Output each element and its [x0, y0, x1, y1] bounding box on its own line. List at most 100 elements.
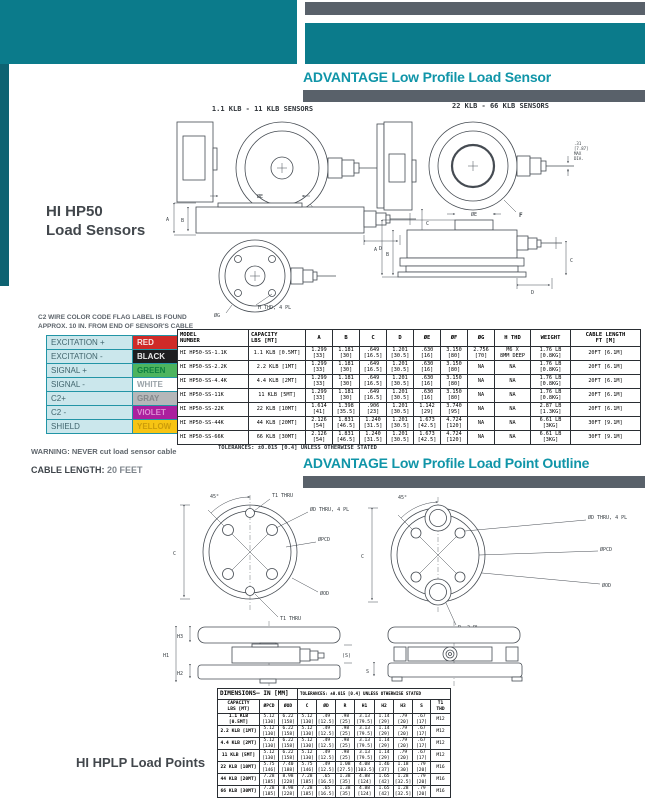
table-cell: 3.13 [79.5]: [354, 737, 376, 750]
table-cell: 4.08 [103.5]: [354, 761, 376, 774]
table-cell: 1.18 [30]: [393, 761, 414, 774]
table-cell: 1.201 [30.5]: [386, 416, 414, 431]
h-thd-label: H THD, 4 PL: [258, 305, 291, 311]
table-row: 2.2 KLB [1MT]5.12 [130]6.22 [158]5.12 [1…: [217, 725, 452, 738]
table-cell: 4.88 [124]: [354, 773, 376, 786]
table-cell: 3.150 [80]: [440, 346, 468, 361]
table-cell: 5.12 [130]: [259, 725, 279, 738]
angle-45-label: 45°: [210, 494, 219, 500]
large-sensor-section-view: A B ØE C D: [374, 211, 573, 296]
od-thru-label: ØD THRU, 4 PL: [310, 506, 349, 513]
table-cell: .630 [16]: [413, 374, 441, 389]
table-cell: .630 [16]: [413, 346, 441, 361]
spec-header-row: MODEL NUMBER CAPACITY LBS [MT] A B C D Ø…: [177, 329, 641, 347]
load-point-outline-drawings: 45° T1 THRU ØD THRU, 4 PL ØPCD ØOD T1 TH…: [163, 493, 627, 687]
col-capacity: CAPACITY LBS [MT]: [248, 329, 306, 347]
small-sensor-bottom-view: H THD, 4 PL ØG: [214, 239, 336, 319]
dim-table-title: DIMENSIONS– IN [MM]: [216, 688, 299, 700]
table-cell: 1.673 [42.5]: [413, 416, 441, 431]
table-cell: 5.75 [146]: [259, 761, 279, 774]
svg-text:F: F: [519, 212, 523, 219]
dim-b-label: B: [181, 218, 184, 224]
table-cell: HI HP50-SS-4.4K: [177, 374, 249, 389]
svg-text:[7.87]: [7.87]: [574, 146, 588, 151]
table-cell: 5.12 [130]: [297, 713, 318, 726]
table-cell: 1.201 [30.5]: [386, 388, 414, 403]
col-b: B: [332, 329, 360, 347]
table-cell: 1.1 KLB [0.5MT]: [217, 713, 260, 726]
table-cell: 2.756 [70]: [467, 346, 495, 361]
table-cell: .65 [16.5]: [316, 773, 337, 786]
table-cell: 20FT [6.1M]: [570, 374, 641, 389]
table-cell: M16: [430, 773, 452, 786]
dim-s-label: S: [366, 669, 369, 675]
table-cell: 7.28 [185]: [297, 773, 318, 786]
svg-text:.31: .31: [574, 141, 582, 146]
table-cell: .649 [16.5]: [359, 360, 387, 375]
table-cell: 1.398 [35.5]: [332, 402, 360, 417]
table-cell: 1.299 [33]: [305, 374, 333, 389]
wire-signal-label: SIGNAL +: [46, 363, 133, 378]
col-of: ØF: [440, 329, 468, 347]
t1-thru-top-label: T1 THRU: [272, 493, 293, 499]
table-cell: 1.28 [32.5]: [393, 773, 414, 786]
col-pcd: ØPCD: [259, 699, 279, 714]
table-cell: 6.22 [158]: [277, 725, 299, 738]
table-cell: 1.831 [46.5]: [332, 416, 360, 431]
table-cell: 11 KLB [5MT]: [248, 388, 306, 403]
table-cell: 5.12 [130]: [259, 737, 279, 750]
table-cell: 5.12 [130]: [297, 749, 318, 762]
wire-row: EXCITATION -BLACK: [46, 349, 194, 364]
table-cell: .98 [25]: [335, 713, 356, 726]
dim-c-left-label: C: [173, 551, 176, 557]
dim-header-row: CAPACITY LBS [MT] ØPCD ØOD C ØD R H1 H2 …: [217, 699, 452, 714]
table-row: 22 KLB [10MT]5.75 [146]7.40 [188]5.75 [1…: [217, 761, 452, 774]
table-cell: 1.08 [27.5]: [335, 761, 356, 774]
table-cell: 1.614 [41]: [305, 402, 333, 417]
table-row: 66 KLB [30MT]7.28 [185]8.98 [228]7.28 [1…: [217, 785, 452, 798]
col-cable: CABLE LENGTH FT [M]: [570, 329, 641, 347]
table-cell: 22 KLB [10MT]: [248, 402, 306, 417]
svg-text:D: D: [531, 290, 534, 296]
load-points-title: HI HPLP Load Points: [76, 755, 206, 770]
dim-c-label: C: [426, 221, 429, 227]
table-cell: 1.76 LB [0.8KG]: [530, 346, 571, 361]
col-h1: H1: [354, 699, 376, 714]
table-cell: 5.12 [130]: [297, 737, 318, 750]
cable-length: CABLE LENGTH: 20 FEET: [31, 465, 143, 475]
header-teal-block: [0, 0, 297, 64]
table-cell: 4.724 [120]: [440, 430, 468, 445]
table-row: 4.4 KLB [2MT]5.12 [130]6.22 [158]5.12 [1…: [217, 737, 452, 750]
dim-a-label: A: [166, 217, 169, 223]
table-cell: NA: [494, 416, 531, 431]
table-cell: .65 [16.5]: [316, 785, 337, 798]
product-title: HI HP50 Load Sensors: [46, 203, 145, 241]
table-cell: 1.38 [35]: [335, 785, 356, 798]
table-cell: .67 [17]: [412, 713, 432, 726]
table-cell: 1.1 KLB [0.5MT]: [248, 346, 306, 361]
col-t1: T1 THD: [430, 699, 452, 714]
table-cell: M6 X 8MM DEEP: [494, 346, 531, 361]
table-cell: 1.181 [30]: [332, 388, 360, 403]
dim-d-label: D: [379, 246, 382, 252]
table-cell: 3.13 [79.5]: [354, 725, 376, 738]
load-point-top-view-left: 45° T1 THRU ØD THRU, 4 PL ØPCD ØOD T1 TH…: [173, 493, 349, 622]
wire-row: SIGNAL -WHITE: [46, 377, 194, 392]
table-cell: HI HP50-SS-44K: [177, 416, 249, 431]
table-cell: 44 KLB [20MT]: [248, 416, 306, 431]
table-cell: NA: [494, 374, 531, 389]
wire-row: C2 -VIOLET: [46, 405, 194, 420]
table-cell: 1.181 [30]: [332, 346, 360, 361]
dim-h2-label: H2: [177, 671, 183, 677]
table-cell: 1.65 [42]: [374, 785, 395, 798]
section1-underline-bar: [303, 90, 645, 102]
table-cell: .79 [20]: [393, 725, 414, 738]
table-cell: 1.201 [30.5]: [386, 374, 414, 389]
table-cell: 3.150 [80]: [440, 374, 468, 389]
